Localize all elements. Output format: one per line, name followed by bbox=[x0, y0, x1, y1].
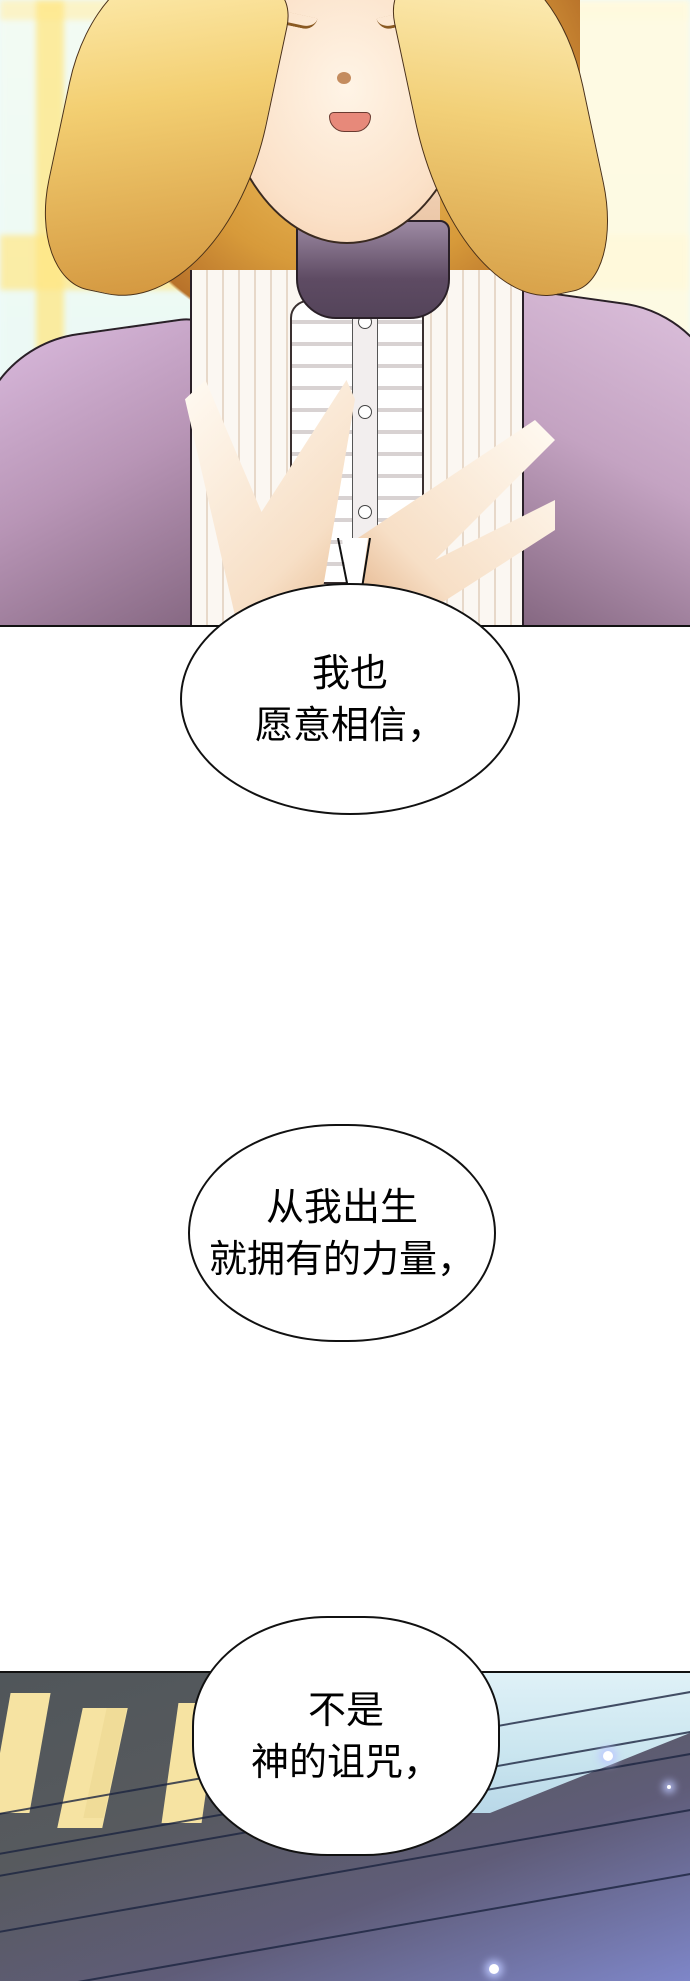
shirt-button bbox=[358, 505, 372, 519]
bubble-tail bbox=[337, 538, 371, 596]
speech-bubble-1: 我也 愿意相信， bbox=[180, 583, 520, 815]
bubble-3-line-1: 不是 bbox=[307, 1688, 384, 1732]
bubble-3-line-2: 神的诅咒， bbox=[250, 1740, 441, 1784]
bubble-2-line-2: 就拥有的力量， bbox=[208, 1237, 475, 1281]
ceiling-beam-line bbox=[0, 1870, 690, 1981]
shirt-button bbox=[358, 405, 372, 419]
nose bbox=[337, 72, 351, 84]
bubble-1-line-1: 我也 bbox=[311, 651, 388, 695]
bubble-1-line-2: 愿意相信， bbox=[254, 703, 445, 747]
speech-bubble-2: 从我出生 就拥有的力量， bbox=[188, 1124, 496, 1342]
bubble-2-line-1: 从我出生 bbox=[265, 1185, 418, 1229]
speech-bubble-3: 不是 神的诅咒， bbox=[192, 1616, 500, 1856]
smiling-mouth bbox=[329, 112, 371, 132]
sparkle-icon bbox=[667, 1785, 671, 1789]
sparkle-icon bbox=[489, 1964, 499, 1974]
light-strip bbox=[0, 1693, 51, 1813]
sparkle-icon bbox=[603, 1751, 613, 1761]
panel-character-portrait bbox=[0, 0, 690, 627]
